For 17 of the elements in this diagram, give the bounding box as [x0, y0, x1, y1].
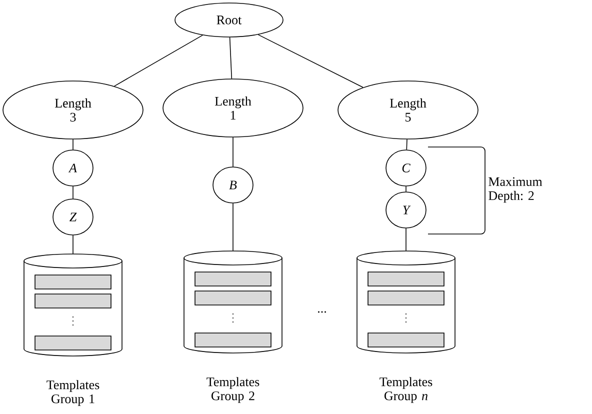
ellipsis: ...: [318, 311, 326, 313]
connector-line: [232, 137, 234, 167]
node-caption: Templates Group 1: [46, 380, 100, 406]
bracket-label: Maximum Depth: 2: [488, 177, 542, 203]
node-caption: Templates Group 2: [206, 377, 260, 403]
connector-line: [229, 37, 232, 79]
connector-line: [114, 34, 204, 87]
connector-line: [406, 138, 408, 150]
connector-line: [232, 203, 234, 252]
connector-line: [72, 139, 74, 150]
database-drawing: [24, 254, 122, 356]
database-drawing: [356, 250, 456, 354]
node-caption: Templates Group n: [380, 377, 432, 403]
database-drawing: [184, 250, 282, 354]
connector-line: [258, 34, 364, 88]
connector-line: [72, 186, 74, 199]
connector-line: [72, 234, 74, 254]
